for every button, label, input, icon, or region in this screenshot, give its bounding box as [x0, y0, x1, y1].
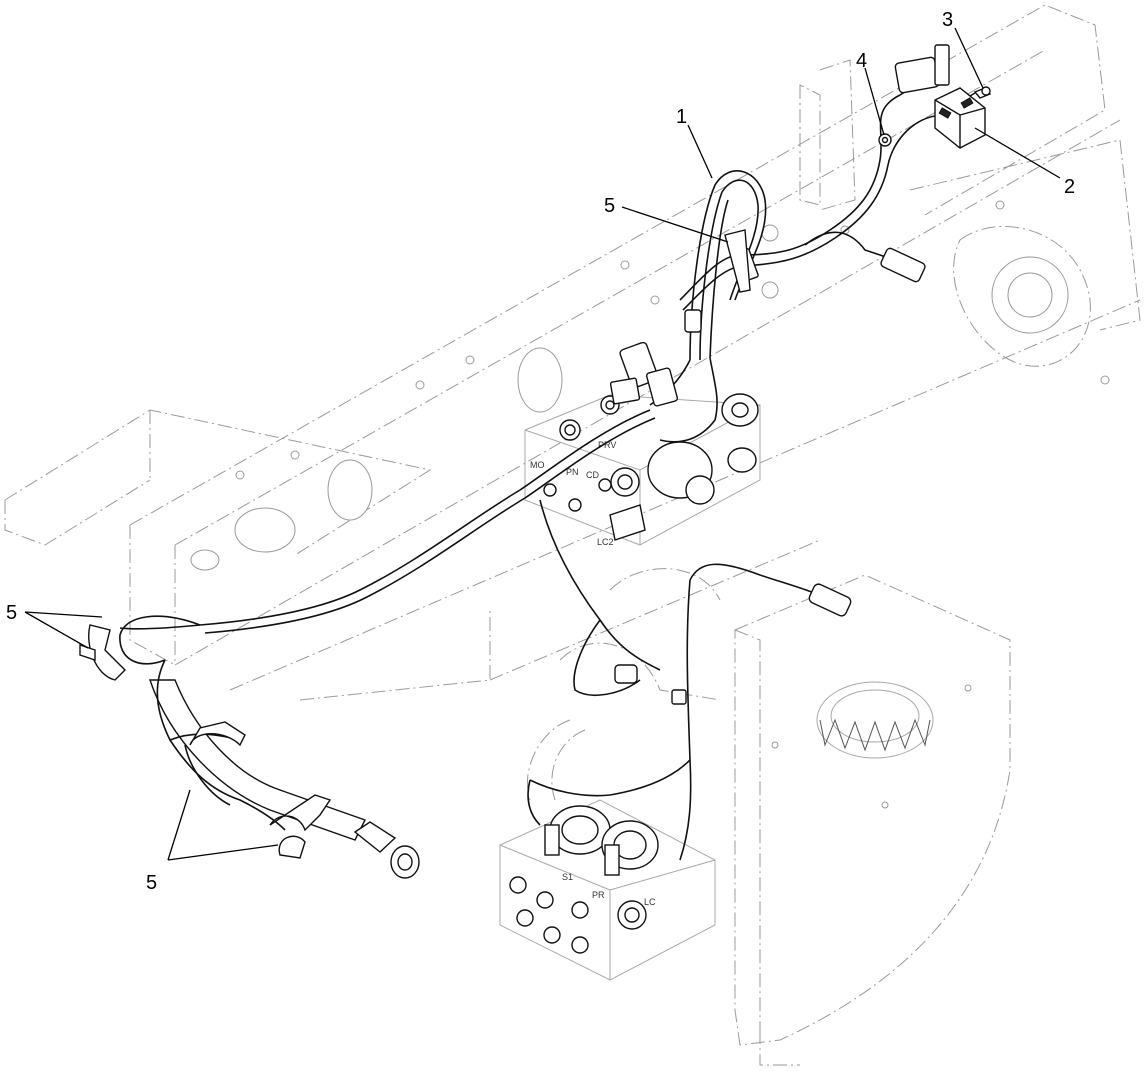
leader-5a — [621, 206, 729, 243]
cable-tie-left-1 — [88, 624, 126, 681]
cable-tie-left-2 — [79, 644, 96, 661]
connector-e — [880, 247, 926, 283]
callout-2: 2 — [1064, 176, 1075, 198]
chassis-frame-ghosted — [4, 4, 1141, 801]
cable-tie-lower-1 — [189, 721, 246, 747]
wire-harness — [119, 77, 946, 861]
screw — [969, 86, 992, 99]
leader-3 — [954, 27, 984, 89]
connector-top-plug — [934, 44, 950, 86]
connector-g — [614, 664, 638, 684]
connector-f — [808, 583, 852, 617]
callout-3: 3 — [942, 9, 953, 31]
stamp-s1: S1 — [562, 872, 573, 882]
cable-ties — [79, 229, 751, 859]
leader-5c-1 — [167, 789, 191, 861]
callout-1: 1 — [676, 106, 687, 128]
connector-top — [894, 56, 940, 94]
cable-tie-lower-2 — [269, 794, 332, 832]
connector-h — [671, 689, 687, 705]
connector-b — [645, 367, 679, 407]
leader-lines — [24, 27, 1061, 861]
nut — [878, 133, 892, 147]
stamp-cd: CD — [586, 470, 599, 480]
callout-5-top: 5 — [604, 195, 615, 217]
callout-4: 4 — [856, 50, 867, 72]
hydraulic-hose — [149, 679, 420, 879]
connector-d — [684, 309, 702, 333]
leader-5b-2 — [24, 611, 89, 649]
stamp-lc2: LC2 — [597, 537, 614, 547]
stamp-pn: PN — [566, 467, 579, 477]
lower-valve-block: PR S1 LC — [499, 799, 716, 981]
leader-5b-1 — [24, 611, 103, 618]
leader-4 — [864, 67, 885, 136]
tank-ghosted — [734, 574, 1011, 1066]
connector-c — [609, 377, 641, 405]
relay — [934, 87, 986, 149]
leader-2 — [974, 127, 1061, 179]
upper-valve-block: MO PRV CD LC2 PN — [524, 393, 761, 547]
cable-tie-top — [724, 229, 751, 293]
stamp-mo: MO — [530, 460, 545, 470]
stamp-lc: LC — [644, 897, 656, 907]
callout-5-left: 5 — [6, 602, 17, 624]
connectors — [609, 44, 950, 705]
callout-5-bottom: 5 — [146, 872, 157, 894]
cable-tie-lower-3 — [278, 835, 306, 859]
leader-5c-2 — [167, 844, 279, 861]
leader-1 — [687, 124, 713, 179]
callout-labels: 1 2 3 4 5 5 5 — [6, 9, 1075, 894]
stamp-pr: PR — [592, 890, 605, 900]
stamp-prv: PRV — [598, 440, 616, 450]
